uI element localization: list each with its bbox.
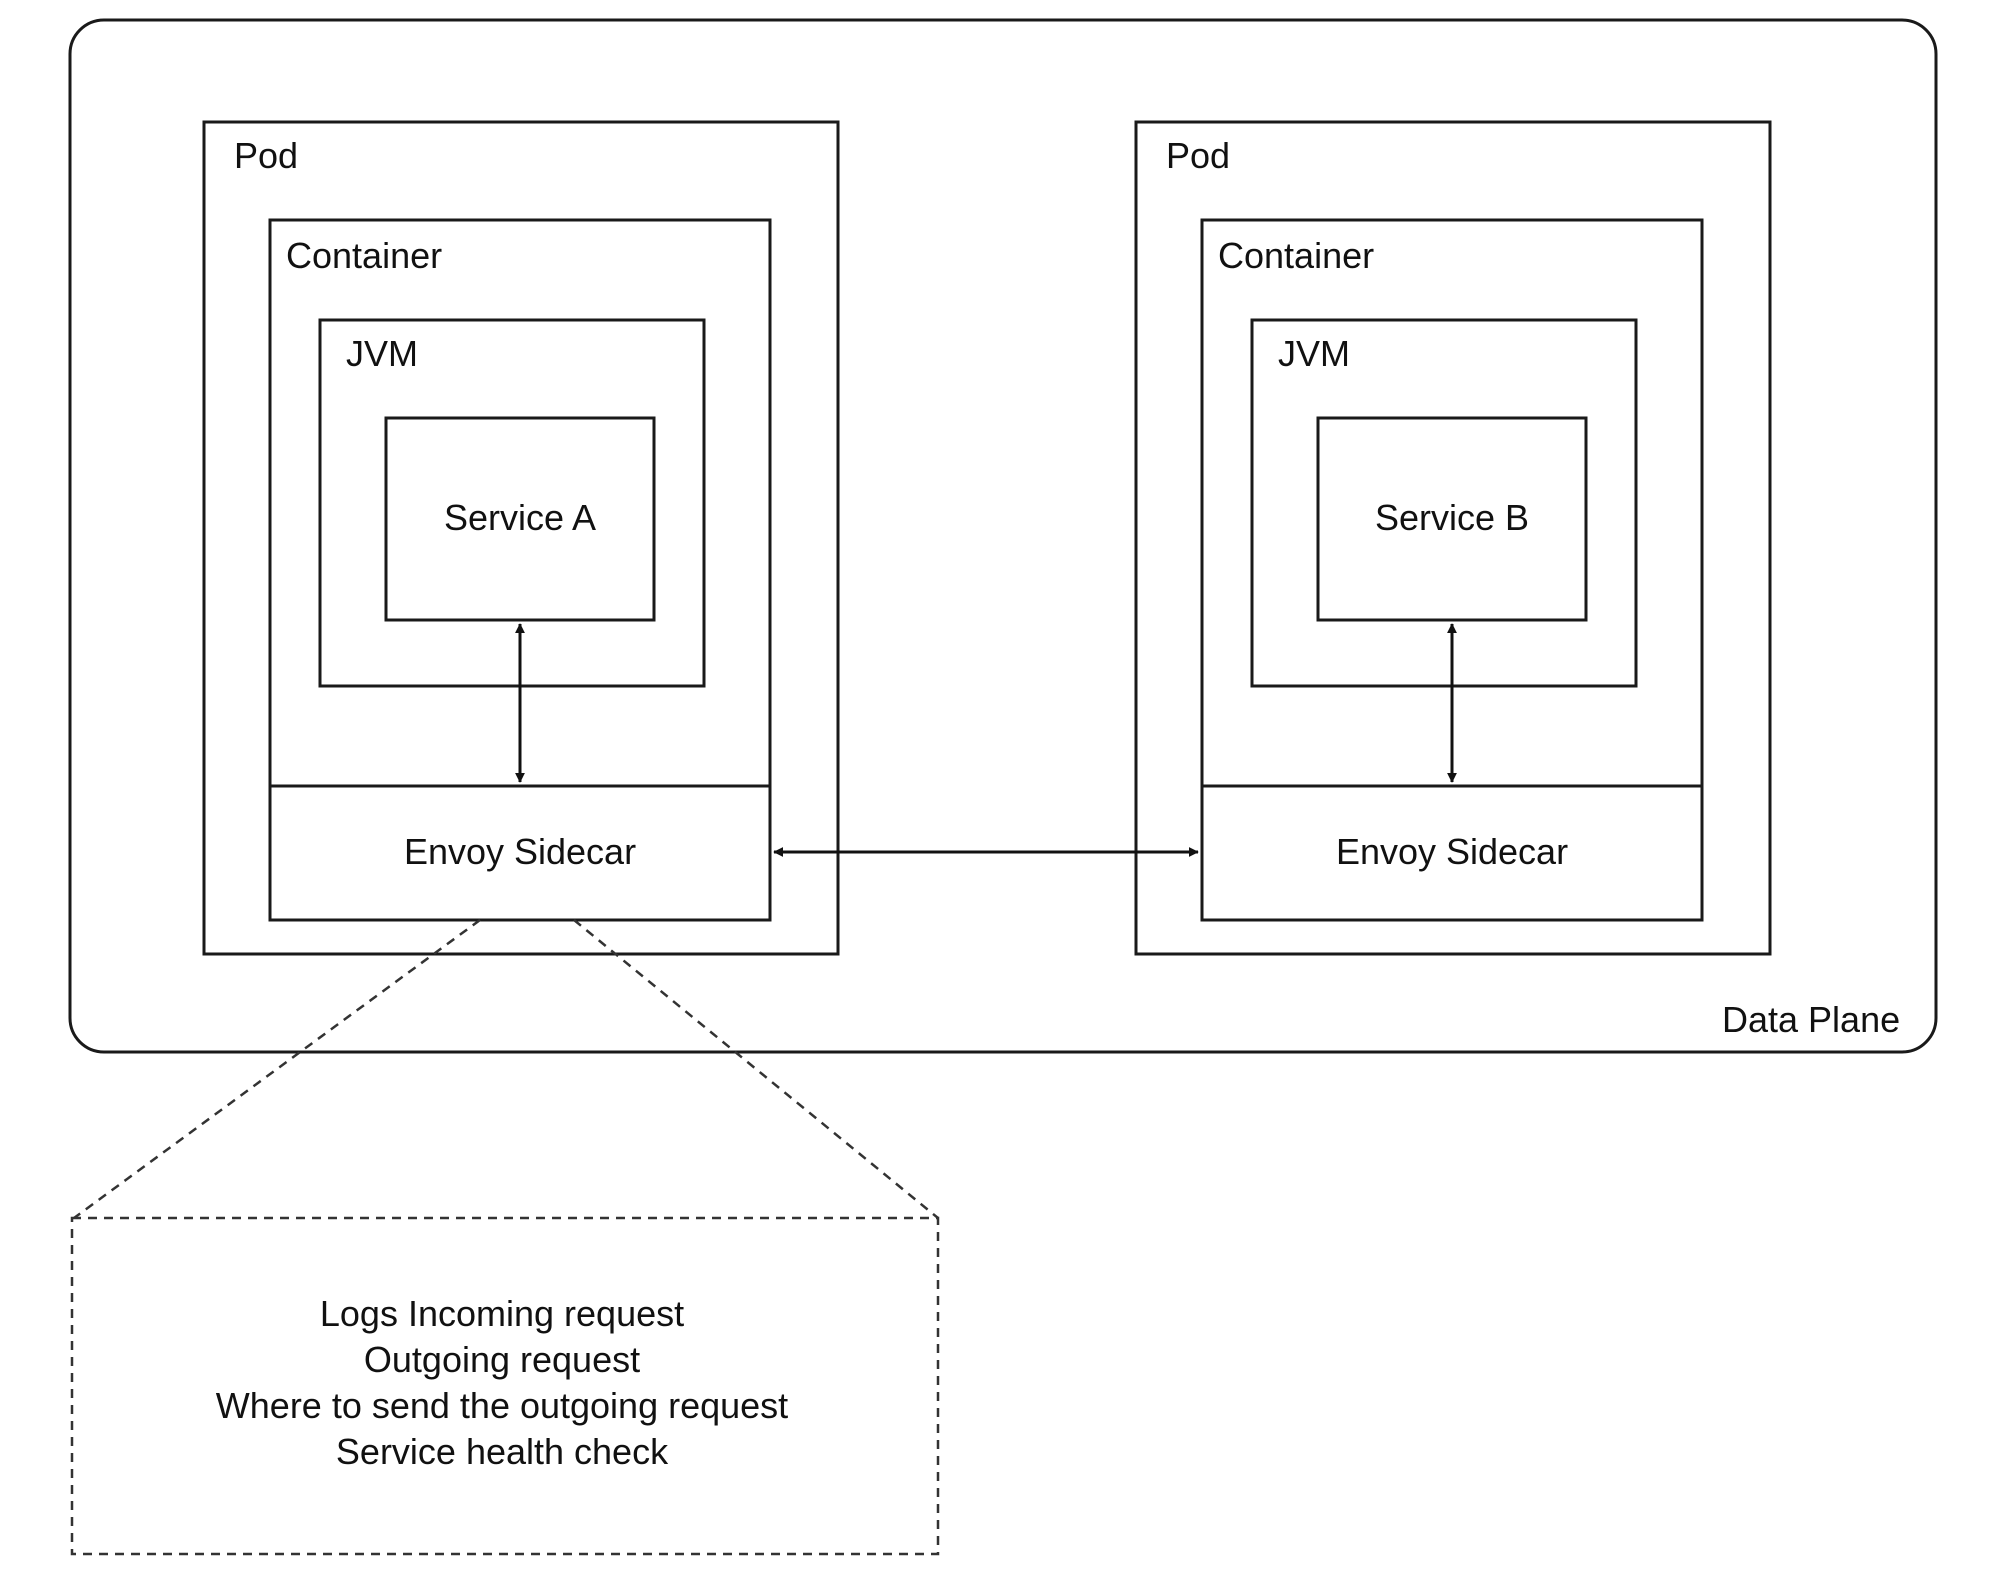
pod-b-label: Pod <box>1166 135 1230 176</box>
sidecar-b-box <box>1200 784 1704 922</box>
callout-zoom-line-right <box>573 919 939 1219</box>
callout-zoom-line-left <box>73 918 481 1220</box>
pod-b: Pod Container JVM Service B Envoy Sideca… <box>1134 120 1772 956</box>
sidecar-a-label: Envoy Sidecar <box>404 831 636 872</box>
callout-line-2: Outgoing request <box>364 1339 640 1380</box>
service-a-box <box>384 416 656 622</box>
callout-line-3: Where to send the outgoing request <box>216 1385 788 1426</box>
sidecar-a-box <box>268 784 772 922</box>
callout-line-4: Service health check <box>336 1431 669 1472</box>
service-a-label: Service A <box>444 497 596 538</box>
jvm-a-label: JVM <box>346 333 418 374</box>
callout-line-1: Logs Incoming request <box>320 1293 684 1334</box>
service-b-label: Service B <box>1375 497 1529 538</box>
pod-a-label: Pod <box>234 135 298 176</box>
callout-box <box>70 1216 940 1556</box>
container-b-label: Container <box>1218 235 1374 276</box>
service-b-box <box>1316 416 1588 622</box>
pod-a: Pod Container JVM Service A Envoy Sideca… <box>202 120 840 956</box>
data-plane-label: Data Plane <box>1722 999 1900 1040</box>
container-a-label: Container <box>286 235 442 276</box>
jvm-b-label: JVM <box>1278 333 1350 374</box>
sidecar-b-label: Envoy Sidecar <box>1336 831 1568 872</box>
